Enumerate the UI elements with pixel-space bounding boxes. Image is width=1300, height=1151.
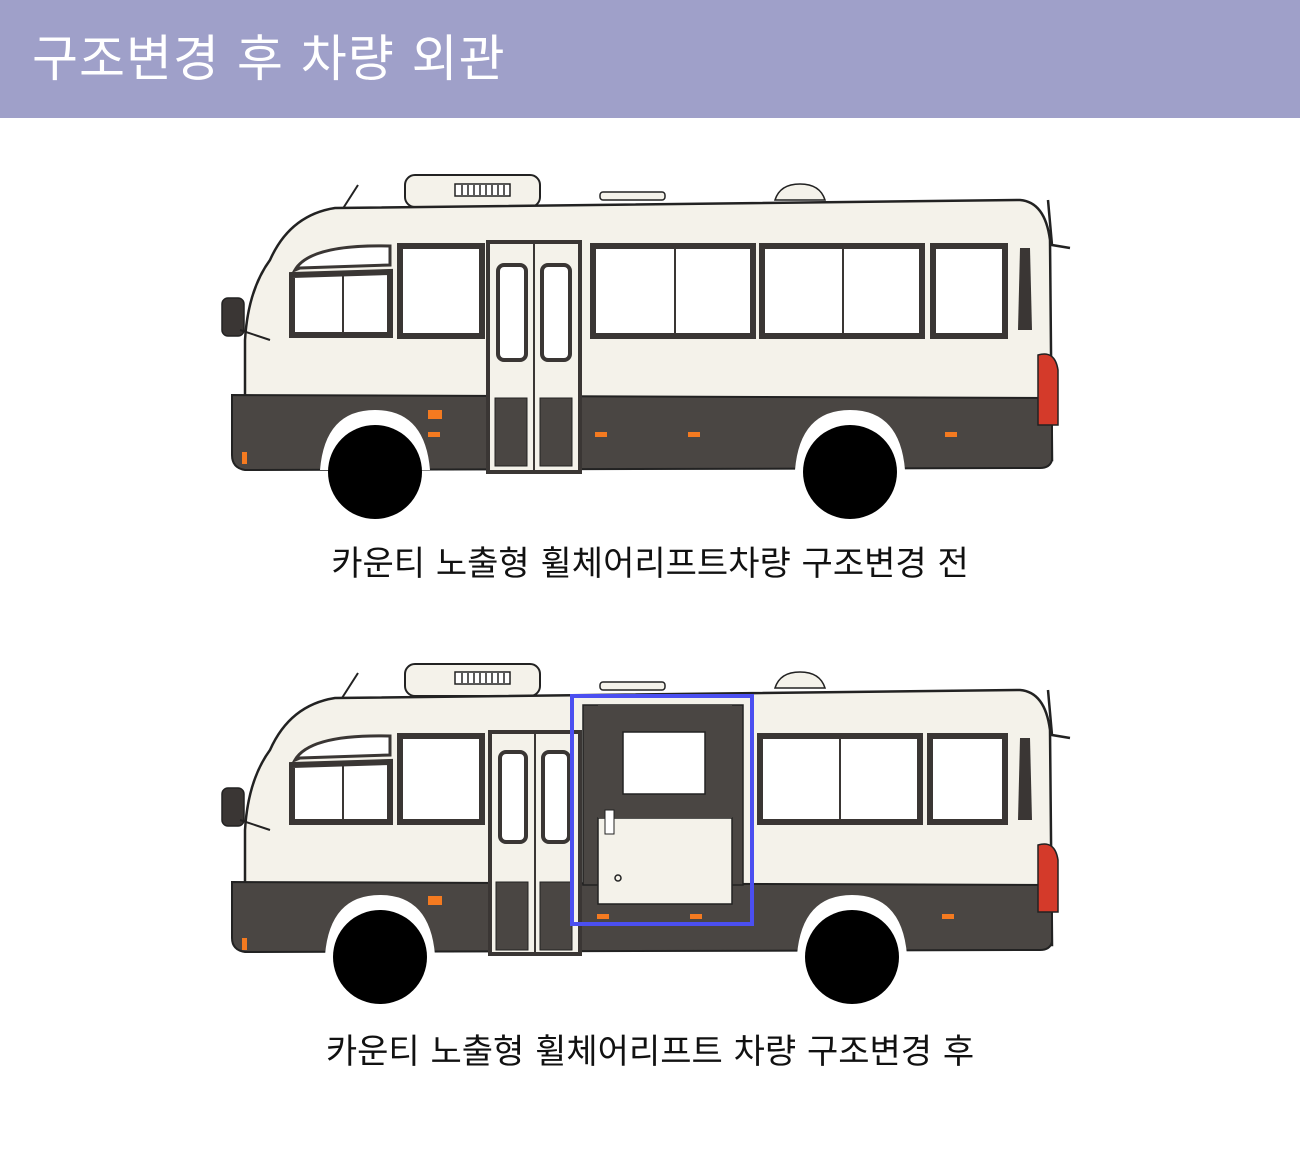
windshield (291, 734, 392, 764)
roof-aircon (404, 663, 541, 697)
page-title: 구조변경 후 차량 외관 (32, 30, 506, 88)
roof-aircon (404, 174, 541, 208)
wheel-front (325, 895, 435, 1004)
mirror-arm (239, 329, 271, 341)
modification-highlight-box (570, 694, 754, 926)
rear-pillar (1018, 738, 1032, 820)
wheel-rear (795, 410, 905, 519)
tail-light (1037, 353, 1059, 426)
side-markers (242, 896, 954, 950)
roof-rail (599, 681, 666, 691)
side-markers (242, 410, 957, 464)
caption-before: 카운티 노출형 휠체어리프트차량 구조변경 전 (331, 544, 969, 584)
mirror-arm (239, 819, 271, 831)
wheel-rear (797, 895, 907, 1004)
rear-ladder (1046, 199, 1071, 250)
bus-after-illustration (221, 663, 1071, 1004)
rear-pillar (1018, 248, 1032, 330)
roof-vent (773, 671, 827, 689)
roof-rail (599, 191, 666, 201)
caption-after: 카운티 노출형 휠체어리프트 차량 구조변경 후 (325, 1032, 975, 1072)
roof-vent (773, 183, 827, 201)
window-dividers (342, 738, 841, 822)
rear-ladder (1046, 689, 1071, 740)
side-mirror (221, 787, 245, 827)
antenna (341, 672, 359, 699)
window-dividers (342, 248, 844, 335)
antenna (341, 184, 359, 211)
front-door (486, 240, 582, 474)
wheelchair-lift-door (582, 704, 744, 905)
title-banner: 구조변경 후 차량 외관 (0, 0, 1300, 118)
windshield (291, 244, 392, 274)
side-mirror (221, 297, 245, 337)
front-door (488, 730, 582, 956)
tail-light (1037, 843, 1059, 913)
window-row (289, 243, 1008, 339)
bus-before-illustration (221, 174, 1071, 519)
wheel-front (320, 410, 430, 519)
